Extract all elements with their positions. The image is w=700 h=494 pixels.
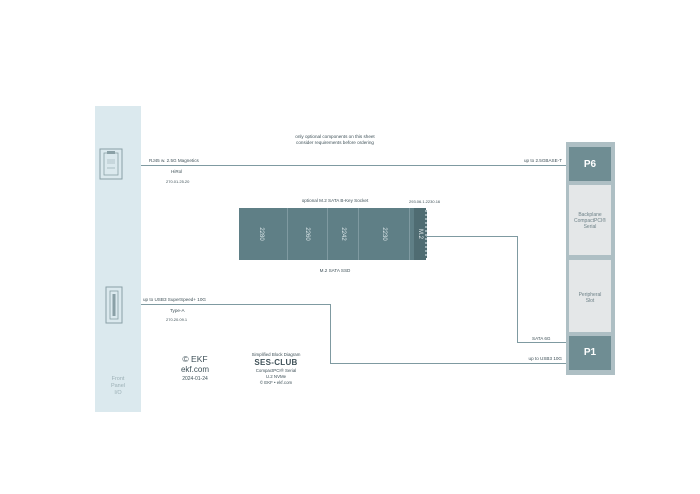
sata-line [517, 342, 566, 343]
connector-p1 [569, 336, 611, 370]
m2-size-2242: 2242 [340, 227, 346, 241]
sata-signal-label: SATA 6G [532, 336, 551, 341]
m2-connector [414, 208, 426, 260]
usb-line [141, 304, 331, 305]
usb-signal-label: up to USB3 10G [528, 356, 562, 361]
m2-key-label: M.2 [417, 228, 423, 239]
m2-size-2230: 2230 [381, 227, 387, 241]
usb-label: up to USB3 SuperSpeed+ 10G [143, 297, 206, 302]
brand-url: ekf.com [180, 365, 209, 374]
m2-divider [327, 208, 328, 260]
diagram-title: Simplified Block Diagram [251, 352, 301, 357]
brand-date: 2024-01-24 [182, 376, 208, 382]
brand-copyright: © EKF [182, 354, 208, 364]
slot-backplane [569, 185, 611, 255]
slot-peripheral [569, 260, 611, 332]
m2-module [239, 208, 425, 260]
product-name: SES-CLUB [254, 358, 298, 367]
m2-caption: M.2 SATA SSD [319, 268, 351, 273]
sata-line [426, 236, 518, 237]
rj45-icon [99, 148, 123, 180]
m2-contacts [425, 210, 427, 258]
usb-type: Type-A [170, 308, 185, 313]
p1-label: P1 [583, 347, 597, 358]
connector-p6 [569, 147, 611, 181]
slot-backplane-label: Backplane CompactPCI® Serial [573, 212, 607, 230]
product-line-2: U.2 NVMe [265, 374, 287, 379]
m2-size-2260: 2260 [304, 227, 310, 241]
ethernet-line [141, 165, 566, 166]
p6-label: P6 [583, 159, 597, 170]
m2-part: 293.06.1.2230.16 [409, 199, 441, 204]
usb-line [330, 304, 331, 363]
p6-signal-label: up to 2.5GBASE-T [523, 158, 562, 163]
m2-title: optional M.2 SATA B-Key Socket [301, 198, 369, 203]
usb-part: 270.20.09.1 [166, 317, 188, 322]
usb-icon [105, 286, 123, 324]
rj45-vendor: HiRol [171, 169, 183, 174]
m2-divider [409, 208, 410, 260]
product-line-3: © EKF • ekf.com [259, 380, 293, 385]
product-line-1: CompactPCI® Serial [255, 368, 297, 373]
rj45-label: RJ45 w. 2.5G Magnetics [149, 158, 199, 163]
sata-line [517, 236, 518, 342]
slot-peripheral-label: Peripheral Slot [578, 292, 602, 304]
note-line-1: only optional components on this sheet [295, 134, 375, 139]
m2-divider [287, 208, 288, 260]
front-panel-label: Front Panel I/O [110, 376, 126, 396]
m2-divider [358, 208, 359, 260]
m2-size-2280: 2280 [258, 227, 264, 241]
rj45-part: 270.01.25.20 [166, 179, 190, 184]
usb-line [330, 363, 566, 364]
note-line-2: consider requirements before ordering [296, 140, 374, 145]
